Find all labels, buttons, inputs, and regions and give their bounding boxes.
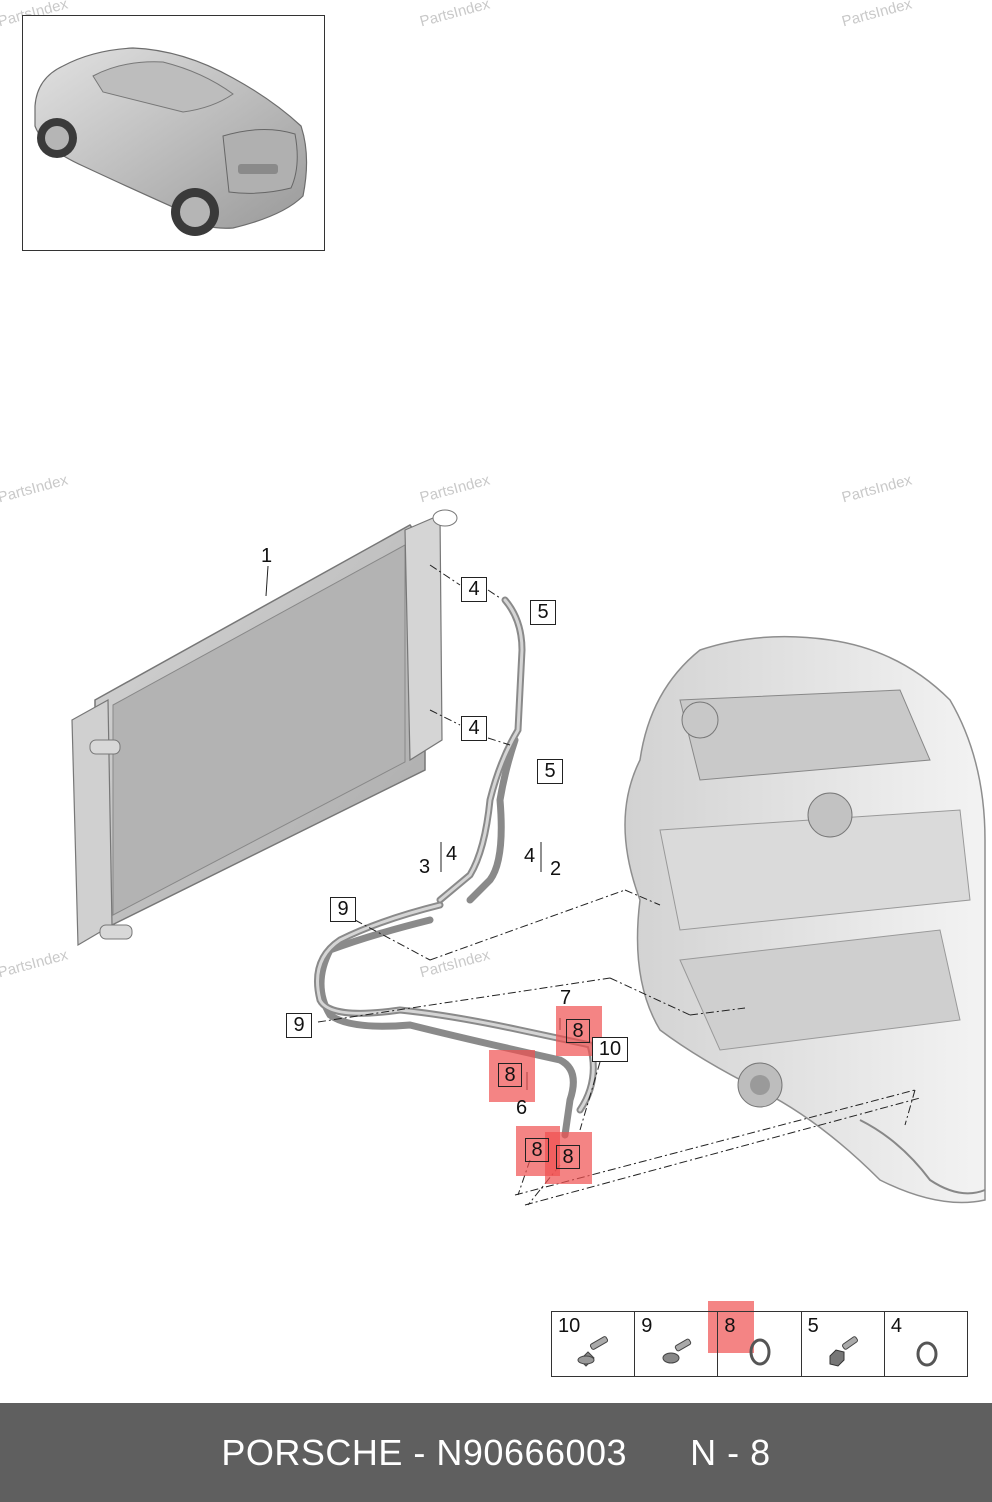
legend-number: 10 xyxy=(558,1315,581,1337)
callout-1[interactable]: 1 xyxy=(261,545,273,567)
cooling-system-diagram xyxy=(71,509,986,1206)
seal-ring-icon xyxy=(749,1338,771,1366)
callout-2[interactable]: 2 xyxy=(550,858,562,880)
legend-cell-5[interactable]: 5 xyxy=(802,1312,885,1376)
legend-cell-8[interactable]: 8 xyxy=(718,1312,802,1376)
legend-cell-4[interactable]: 4 xyxy=(885,1312,967,1376)
legend-number: 9 xyxy=(641,1315,653,1337)
bolt-flange-icon xyxy=(577,1336,609,1367)
callout-4[interactable]: 4 xyxy=(524,845,536,867)
callout-10[interactable]: 10 xyxy=(592,1037,628,1062)
legend-number: 5 xyxy=(807,1315,819,1337)
highlight-legend-8 xyxy=(708,1301,754,1353)
callout-9[interactable]: 9 xyxy=(286,1013,312,1038)
o-ring-icon xyxy=(916,1341,938,1367)
hex-bolt-icon xyxy=(829,1336,858,1367)
callout-8[interactable]: 8 xyxy=(525,1138,549,1162)
callout-9[interactable]: 9 xyxy=(330,897,356,922)
highlight-ref-8 xyxy=(545,1132,592,1184)
callout-7[interactable]: 7 xyxy=(560,987,572,1009)
callout-4[interactable]: 4 xyxy=(446,843,458,865)
callout-4[interactable]: 4 xyxy=(461,716,487,741)
callout-6[interactable]: 6 xyxy=(516,1097,528,1119)
callout-3[interactable]: 3 xyxy=(419,856,431,878)
callout-8[interactable]: 8 xyxy=(566,1019,590,1043)
car-illustration xyxy=(34,47,308,236)
footer-bar: PORSCHE - N90666003 N - 8 xyxy=(0,1403,992,1502)
legend-cell-10[interactable]: 10 xyxy=(552,1312,636,1376)
callout-5[interactable]: 5 xyxy=(537,759,563,784)
part-number-title: PORSCHE - N90666003 xyxy=(221,1431,628,1473)
bolt-icon xyxy=(662,1338,692,1364)
callout-8[interactable]: 8 xyxy=(556,1145,580,1169)
highlight-ref-8 xyxy=(489,1050,535,1102)
parts-legend: 10 9 8 5 4 xyxy=(551,1311,968,1377)
callout-4[interactable]: 4 xyxy=(461,577,487,602)
engine-block xyxy=(624,635,986,1204)
callout-8[interactable]: 8 xyxy=(498,1063,522,1087)
radiator xyxy=(71,509,458,947)
legend-number: 8 xyxy=(724,1315,736,1337)
reference-label: N - 8 xyxy=(690,1431,771,1473)
legend-cell-9[interactable]: 9 xyxy=(635,1312,719,1376)
callout-5[interactable]: 5 xyxy=(530,600,556,625)
legend-number: 4 xyxy=(890,1315,902,1337)
vehicle-thumbnail xyxy=(22,15,325,251)
